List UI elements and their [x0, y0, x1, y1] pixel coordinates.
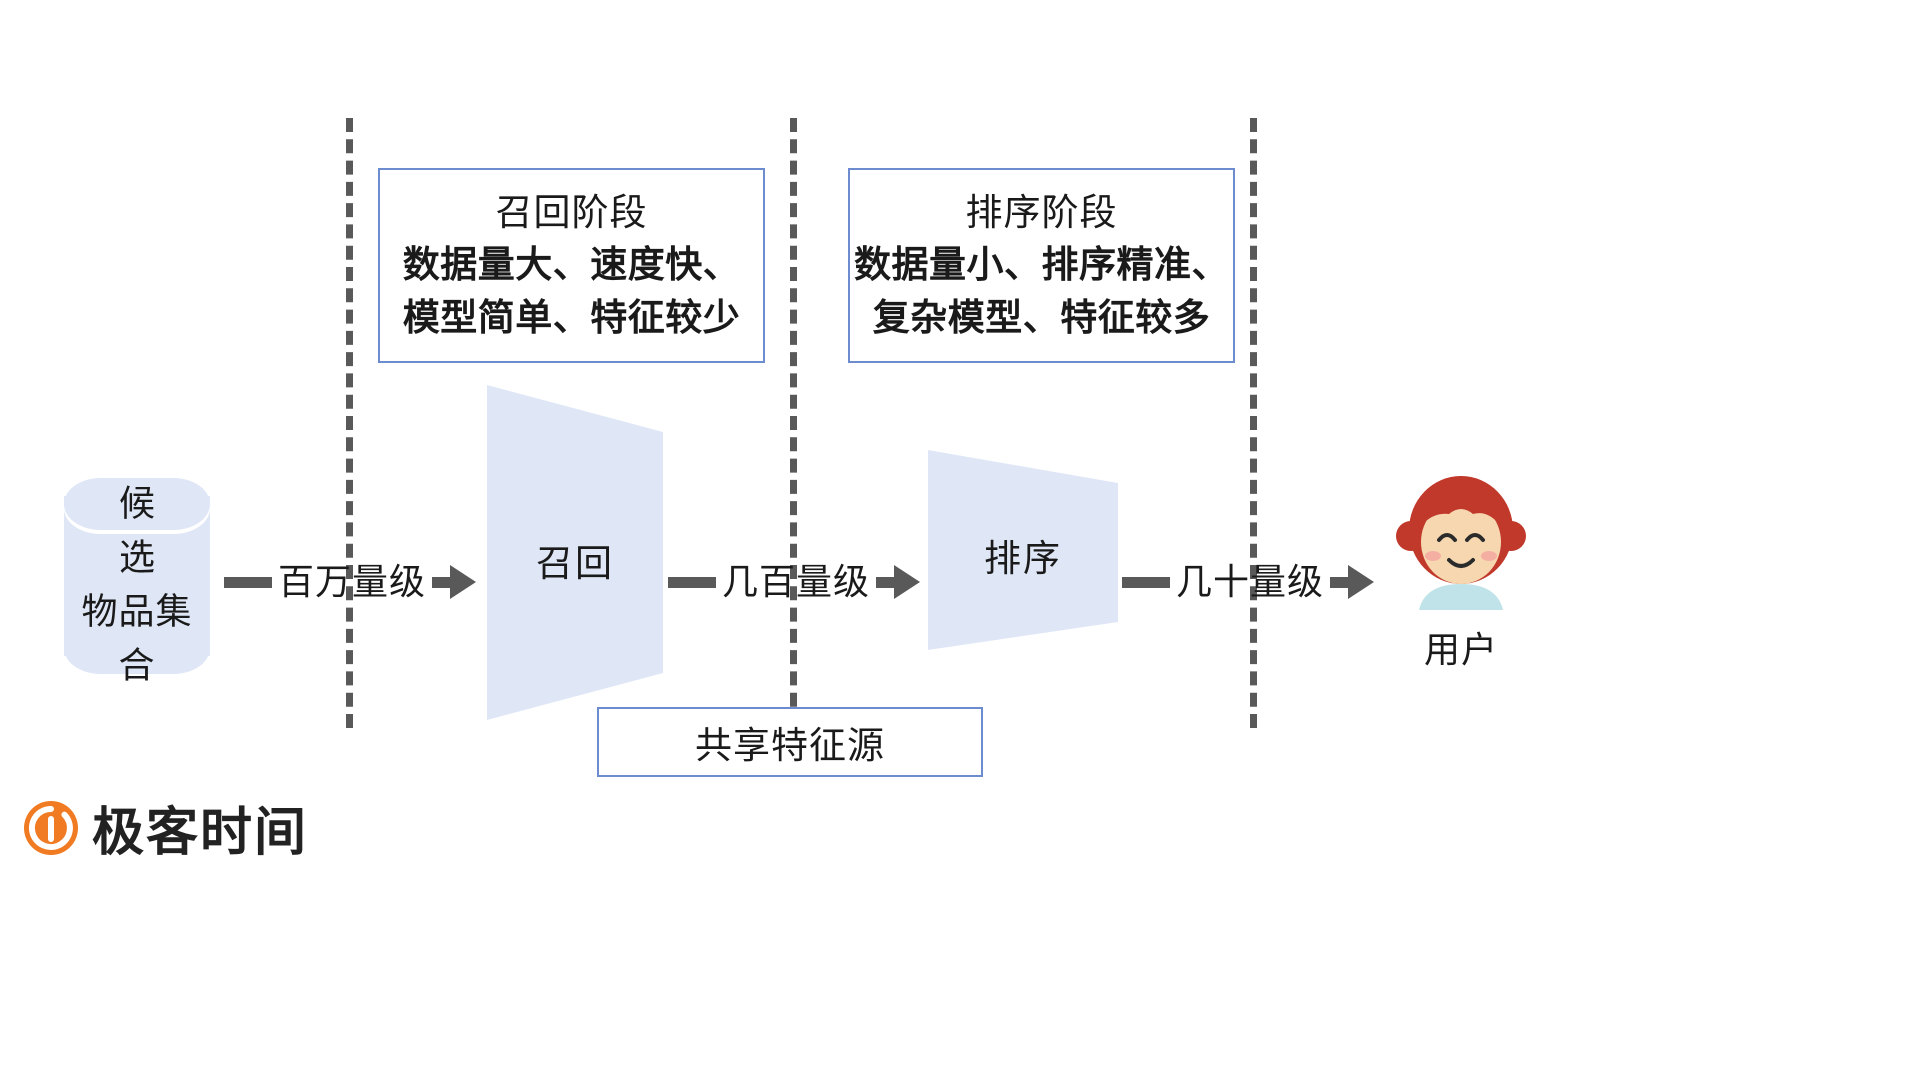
arrow-million-label: 百万量级: [278, 561, 427, 602]
arrow-stem: [1122, 576, 1170, 588]
arrow-head-icon: [876, 565, 921, 599]
user-label: 用户: [1423, 629, 1498, 670]
rank-label: 排序: [984, 538, 1062, 579]
arrow-hundreds-group: 几百量级: [668, 561, 921, 602]
cylinder-bottom-ellipse: [64, 622, 210, 674]
geekbang-logo-icon: [24, 800, 78, 855]
recall-label: 召回: [536, 543, 614, 584]
recall-funnel-shape: 召回: [487, 385, 663, 720]
rank-stage-description-box: 排序阶段 数据量小、排序精准、 复杂模型、特征较多: [848, 168, 1235, 363]
candidate-item-set-cylinder: 候 选 物品集合: [64, 478, 215, 686]
arrow-tens-group: 几十量级: [1122, 561, 1375, 602]
cylinder-label: 候 选 物品集合: [64, 477, 240, 693]
rank-stage-title: 排序阶段: [965, 191, 1118, 233]
brand-logo: 极客时间: [22, 790, 308, 865]
cylinder-top-ellipse: [64, 478, 210, 530]
recall-stage-description-box: 召回阶段 数据量大、速度快、 模型简单、特征较少: [378, 168, 765, 363]
arrow-stem: [668, 576, 716, 588]
arrow-head-icon: [1330, 565, 1375, 599]
arrow-million-group: 百万量级: [224, 561, 477, 602]
stage-divider-3: [1250, 118, 1257, 728]
shared-feature-source-label: 共享特征源: [695, 725, 885, 766]
rank-stage-line-2: 复杂模型、特征较多: [872, 296, 1211, 338]
recall-stage-line-1: 数据量大、速度快、: [402, 244, 741, 286]
arrow-head-icon: [432, 565, 477, 599]
user-node: 用户: [1386, 470, 1536, 673]
rank-funnel-shape: 排序: [928, 450, 1118, 650]
shared-feature-source-box: 共享特征源: [597, 707, 983, 777]
rank-trapezoid-svg: [928, 450, 1118, 650]
cylinder-label-line-2: 物品集合: [81, 590, 193, 686]
cylinder-label-line-1: 候 选: [118, 482, 240, 578]
brand-logo-text: 极客时间: [92, 804, 309, 862]
recall-stage-line-2: 模型简单、特征较少: [402, 296, 741, 338]
recall-trapezoid-svg: [487, 385, 663, 720]
stage-divider-1: [346, 118, 353, 728]
arrow-tens-label: 几十量级: [1176, 561, 1325, 602]
arrow-hundreds-label: 几百量级: [722, 561, 871, 602]
recall-stage-title: 召回阶段: [495, 191, 648, 233]
user-avatar-icon: [1396, 476, 1526, 610]
arrow-stem: [224, 576, 272, 588]
rank-stage-line-1: 数据量小、排序精准、: [854, 244, 1229, 286]
stage-divider-2: [790, 118, 797, 728]
